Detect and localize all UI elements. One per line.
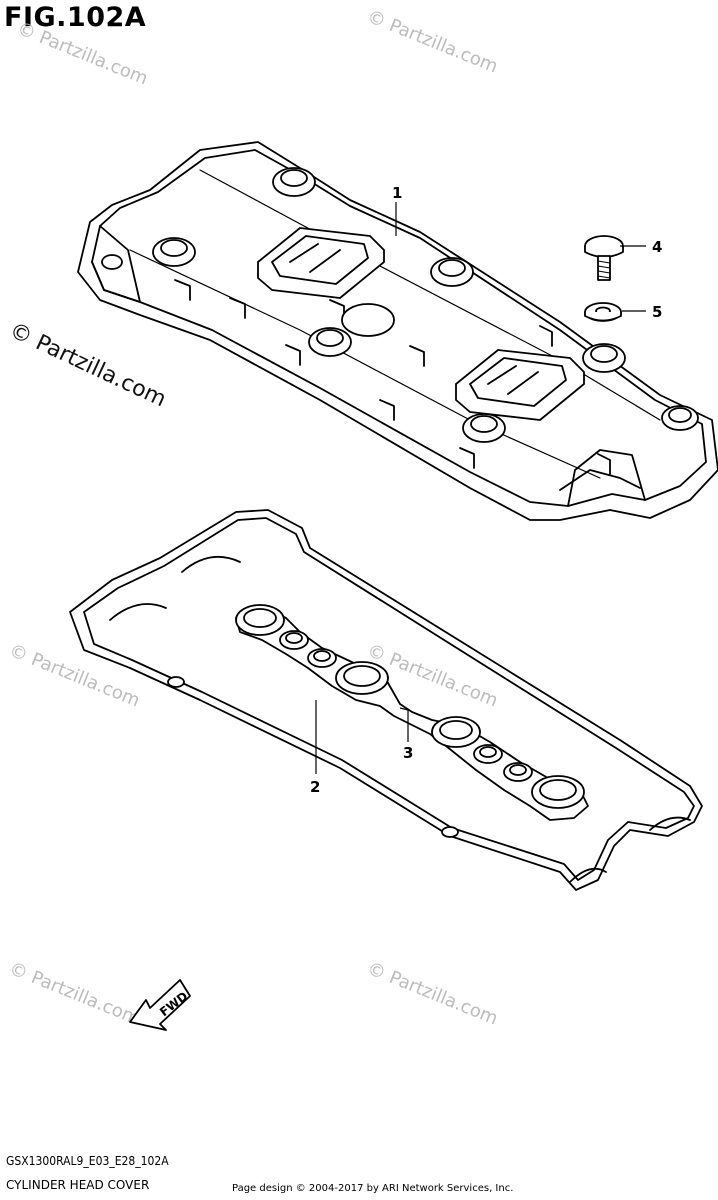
figure-name: CYLINDER HEAD COVER	[6, 1178, 150, 1192]
callout-3: 3	[403, 744, 413, 762]
head-cover-gasket	[69, 509, 703, 891]
fwd-arrow-icon	[129, 979, 191, 1031]
callout-2: 2	[310, 778, 320, 796]
cylinder-head-cover	[77, 141, 718, 521]
callout-4: 4	[652, 238, 662, 256]
callout-1: 1	[392, 184, 402, 202]
bolt	[584, 235, 624, 281]
leader-line-3	[399, 707, 409, 742]
plug-hole-gasket	[235, 604, 589, 821]
copyright: Page design © 2004-2017 by ARI Network S…	[232, 1183, 514, 1194]
figure-title: FIG.102A	[4, 2, 147, 33]
washer	[584, 302, 622, 322]
callout-5: 5	[652, 303, 662, 321]
figure-code: GSX1300RAL9_E03_E28_102A	[6, 1154, 169, 1168]
